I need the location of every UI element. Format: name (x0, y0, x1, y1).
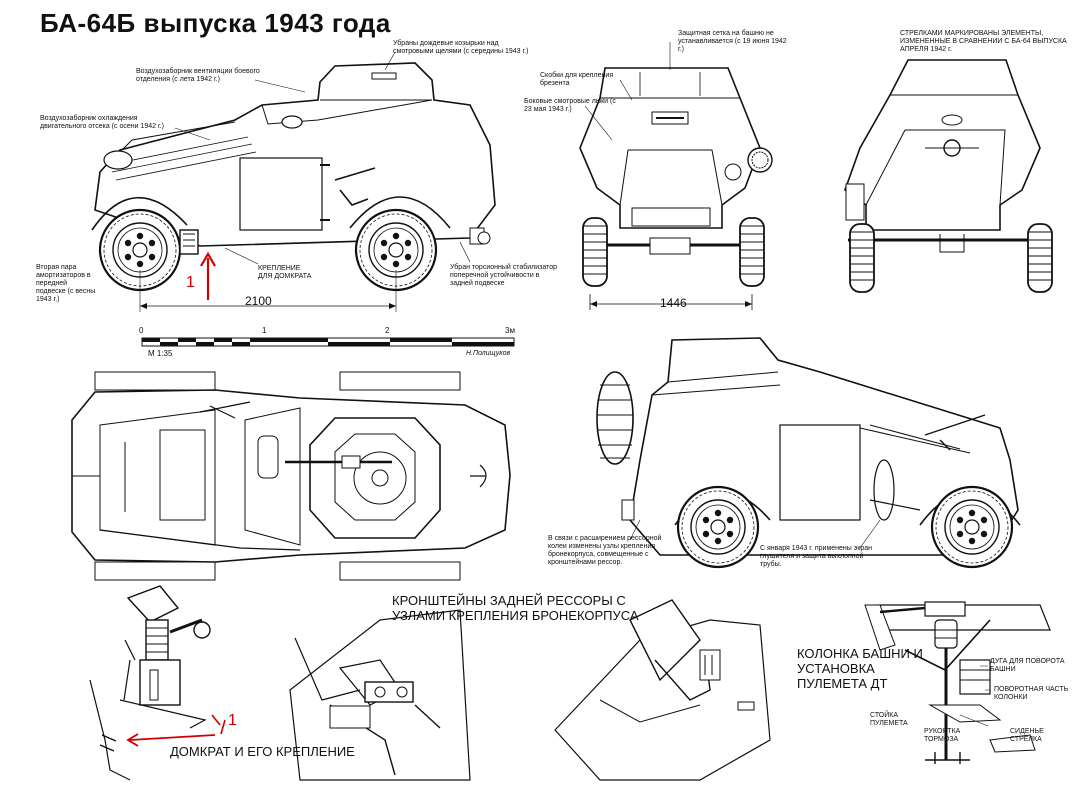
callout-side-hatches: Боковые смотровые люки (с 23 мая 1943 г.… (524, 98, 616, 113)
callout-torsion-stabilizer: Убран торсионный стабилизатор поперечной… (450, 264, 558, 287)
scale-tick-3: 3м (505, 326, 515, 335)
spring-bracket-detail-1 (289, 609, 471, 781)
callout-spring-track: В связи с расширением рессорной колеи из… (548, 535, 662, 566)
spring-bracket-detail-2 (554, 599, 771, 781)
scale-tick-0: 0 (139, 326, 144, 335)
part-mg-post: СТОЙКА ПУЛЕМЕТА (870, 712, 908, 727)
dimension-track: 1446 (660, 296, 687, 310)
jack-detail-drawing (89, 585, 226, 781)
red-marker-side: 1 (186, 274, 195, 291)
red-marker-jack: 1 (228, 712, 237, 729)
callout-muffler-screen: С января 1943 г. применены экран глушите… (760, 545, 873, 568)
rear-view-drawing (844, 59, 1053, 293)
jack-label: ДОМКРАТ И ЕГО КРЕПЛЕНИЕ (170, 744, 355, 759)
callout-fighting-vent: Воздухозаборник вентиляции боевого отдел… (136, 68, 260, 83)
scale-author: Н.Полищуков (466, 350, 511, 357)
part-rotation-arc: ДУГА ДЛЯ ПОВОРОТА БАШНИ (990, 658, 1065, 673)
callout-tarp-brackets: Скобки для крепления брезента (540, 72, 614, 87)
part-gunner-seat: СИДЕНЬЕ СТРЕЛКА (1010, 728, 1044, 743)
spring-brackets-title: КРОНШТЕЙНЫ ЗАДНЕЙ РЕССОРЫ С УЗЛАМИ КРЕПЛ… (392, 593, 639, 623)
scale-tick-2: 2 (385, 326, 390, 335)
turret-column-detail (864, 601, 1051, 764)
scale-bar-drawing (141, 337, 515, 347)
callout-second-shock-absorbers: Вторая пара амортизаторов в передней под… (36, 264, 96, 303)
part-brake-handle: РУКОЯТКА ТОРМОЗА (924, 728, 961, 743)
page-title: БА-64Б выпуска 1943 года (40, 8, 391, 38)
part-rotating-column: ПОВОРОТНАЯ ЧАСТЬ КОЛОНКИ (994, 686, 1069, 701)
dimension-wheelbase: 2100 (245, 294, 272, 308)
scale-ratio: М 1:35 (148, 349, 173, 358)
scale-tick-1: 1 (262, 326, 267, 335)
top-view-drawing (71, 371, 511, 581)
side-view-drawing (91, 51, 496, 312)
callout-rain-visors: Убраны дождевые козырьки над смотровыми … (393, 40, 529, 55)
callout-engine-air-intake: Воздухозаборник охлаждения двигательного… (40, 115, 164, 130)
legend-note: СТРЕЛКАМИ МАРКИРОВАНЫ ЭЛЕМЕНТЫ, ИЗМЕНЕНН… (900, 30, 1067, 53)
turret-column-title: КОЛОНКА БАШНИ И УСТАНОВКА ПУЛЕМЕТА ДТ (797, 646, 923, 691)
front-view-drawing (579, 42, 773, 310)
left-side-view-drawing (596, 337, 1021, 569)
callout-turret-mesh: Защитная сетка на башню не устанавливает… (678, 30, 787, 53)
callout-jack-mount: КРЕПЛЕНИЕ ДЛЯ ДОМКРАТА (258, 265, 312, 280)
